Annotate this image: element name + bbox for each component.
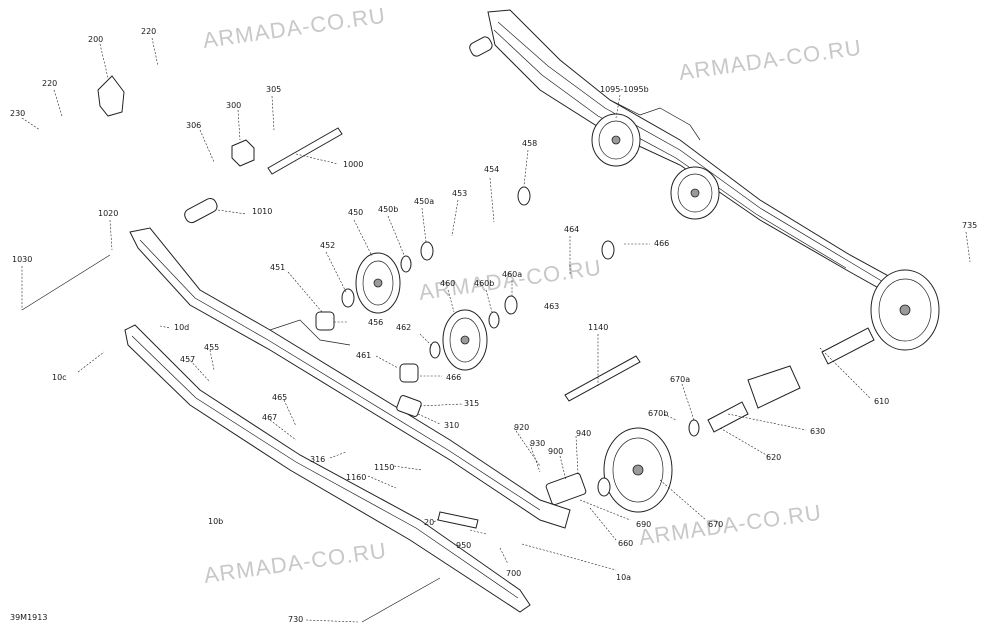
shaft-1140 <box>564 355 641 402</box>
wheel-1095a <box>591 113 641 167</box>
label-455: 455 <box>204 343 219 352</box>
label-454: 454 <box>484 165 499 174</box>
label-670a: 670a <box>670 375 690 384</box>
spacer-620 <box>707 401 749 433</box>
label-310: 310 <box>444 421 459 430</box>
label-1150: 1150 <box>374 463 394 472</box>
label-1140: 1140 <box>588 323 608 332</box>
label-620: 620 <box>766 453 781 462</box>
label-20: 20 <box>424 518 434 527</box>
label-200: 200 <box>88 35 103 44</box>
plate-20 <box>437 511 479 529</box>
label-10b: 10b <box>208 517 223 526</box>
label-670b: 670b <box>648 409 668 418</box>
pivot-451 <box>315 311 335 331</box>
shaft-1000 <box>267 127 343 175</box>
label-460a: 460a <box>502 270 522 279</box>
label-10a: 10a <box>616 573 631 582</box>
label-735: 735 <box>962 221 977 230</box>
watermark: ARMADA-CO.RU <box>201 3 387 53</box>
label-450a: 450a <box>414 197 434 206</box>
label-306: 306 <box>186 121 201 130</box>
label-450: 450 <box>348 208 363 217</box>
label-930: 930 <box>530 439 545 448</box>
label-300: 300 <box>226 101 241 110</box>
label-230: 230 <box>10 109 25 118</box>
label-452: 452 <box>320 241 335 250</box>
label-453: 453 <box>452 189 467 198</box>
label-1030: 1030 <box>12 255 32 264</box>
label-315: 315 <box>464 399 479 408</box>
watermark: ARMADA-CO.RU <box>637 500 823 550</box>
label-462: 462 <box>396 323 411 332</box>
label-630: 630 <box>810 427 825 436</box>
label-610: 610 <box>874 397 889 406</box>
label-457: 457 <box>180 355 195 364</box>
label-1160: 1160 <box>346 473 366 482</box>
label-463: 463 <box>544 302 559 311</box>
slider-10b <box>124 324 531 613</box>
label-450b: 450b <box>378 205 398 214</box>
label-466b: 466 <box>446 373 461 382</box>
label-660: 660 <box>618 539 633 548</box>
label-460b: 460b <box>474 279 494 288</box>
label-900: 900 <box>548 447 563 456</box>
label-1010: 1010 <box>252 207 272 216</box>
label-220a: 220 <box>141 27 156 36</box>
label-465: 465 <box>272 393 287 402</box>
tube-top <box>469 36 493 57</box>
watermark: ARMADA-CO.RU <box>677 35 863 85</box>
label-466: 466 <box>654 239 669 248</box>
label-451: 451 <box>270 263 285 272</box>
wheel-1095b <box>670 166 720 220</box>
wheel-460 <box>442 309 488 371</box>
label-920: 920 <box>514 423 529 432</box>
spacer-630 <box>747 365 801 409</box>
block-310 <box>396 395 422 417</box>
label-730: 730 <box>288 615 303 624</box>
label-1020: 1020 <box>98 209 118 218</box>
label-464: 464 <box>564 225 579 234</box>
tube-610 <box>821 327 875 365</box>
label-690: 690 <box>636 520 651 529</box>
wheel-450 <box>355 252 401 314</box>
label-950: 950 <box>456 541 471 550</box>
label-670: 670 <box>708 520 723 529</box>
part-labels: 200 220 220 230 300 305 306 1000 1010 10… <box>10 27 977 624</box>
left-rail <box>129 227 571 529</box>
label-700: 700 <box>506 569 521 578</box>
label-10d: 10d <box>174 323 189 332</box>
label-456: 456 <box>368 318 383 327</box>
label-220b: 220 <box>42 79 57 88</box>
label-305: 305 <box>266 85 281 94</box>
label-461: 461 <box>356 351 371 360</box>
watermark: ARMADA-CO.RU <box>202 538 388 588</box>
washers <box>341 186 700 497</box>
leader-lines <box>21 37 971 623</box>
label-460: 460 <box>440 279 455 288</box>
label-458: 458 <box>522 139 537 148</box>
label-10c: 10c <box>52 373 67 382</box>
tube-1010 <box>184 197 218 224</box>
wheel-670 <box>603 427 673 513</box>
label-940: 940 <box>576 429 591 438</box>
diagram-reference: 39M1913 <box>10 613 47 622</box>
bracket-900 <box>545 472 587 506</box>
label-467: 467 <box>262 413 277 422</box>
bracket-200 <box>97 75 125 117</box>
bolt-1030 <box>21 254 111 311</box>
label-1000: 1000 <box>343 160 363 169</box>
bolt-730 <box>361 577 441 623</box>
wheel-rear-right <box>870 269 940 351</box>
pivot-461 <box>399 363 419 383</box>
label-316: 316 <box>310 455 325 464</box>
label-1095: 1095-1095b <box>600 85 649 94</box>
block-300 <box>231 139 255 167</box>
